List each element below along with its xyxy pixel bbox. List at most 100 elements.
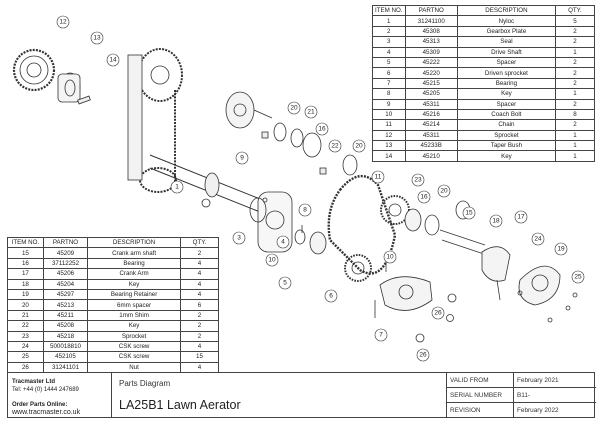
company-cell: Tracmaster Ltd Tel: +44 (0) 1444 247689 … — [8, 373, 112, 417]
table-cell: 8 — [372, 88, 406, 100]
table-cell: Driven sprocket — [456, 67, 556, 79]
table-cell: 2 — [372, 25, 406, 38]
callout-19 — [554, 242, 568, 256]
company-url[interactable]: www.tracmaster.co.uk — [12, 409, 81, 416]
table-cell: 45215 — [404, 77, 458, 90]
table-cell: 18 — [7, 278, 44, 290]
table-cell: Spacer — [456, 56, 556, 69]
callout-25 — [571, 270, 585, 284]
callout-label: 23 — [414, 177, 422, 184]
table-cell: 2 — [554, 98, 596, 110]
header-qty: QTY. — [180, 236, 219, 249]
callout-label: 10 — [268, 257, 276, 264]
table-cell: 1 — [554, 88, 596, 100]
table-cell: 37112252 — [42, 257, 89, 270]
table-cell: 4 — [372, 46, 406, 58]
table-cell: Chain — [456, 119, 556, 131]
callout-label: 8 — [303, 207, 307, 214]
callout-15 — [462, 206, 476, 220]
callout-label: 9 — [240, 155, 244, 162]
table-cell: 13 — [372, 140, 406, 152]
callout-label: 20 — [440, 188, 448, 195]
table-cell: 2 — [554, 77, 596, 90]
company-tel: Tel: +44 (0) 1444 247689 — [12, 386, 79, 393]
table-cell: 12 — [372, 129, 406, 142]
table-cell: CSK screw — [87, 340, 181, 353]
table-cell: 15 — [7, 247, 44, 259]
table-cell: 45208 — [42, 320, 89, 332]
header-item-no: ITEM NO. — [372, 4, 406, 17]
table-cell: 2 — [554, 119, 596, 131]
company-info: Tracmaster Ltd Tel: +44 (0) 1444 247689 … — [12, 379, 80, 418]
table-cell: CSK screw — [87, 351, 181, 363]
sheet-type: Parts Diagram — [119, 379, 171, 388]
table-cell: Key — [456, 150, 556, 162]
table-cell: 2 — [180, 309, 219, 322]
callout-22 — [328, 139, 342, 153]
table-cell: Bearing Retainer — [87, 288, 181, 301]
callout-label: 10 — [386, 254, 394, 261]
table-cell: 45311 — [404, 98, 458, 110]
header-description: DESCRIPTION — [456, 4, 556, 17]
table-cell: 45308 — [404, 25, 458, 38]
table-cell: 45222 — [404, 56, 458, 69]
table-cell: 2 — [554, 36, 596, 48]
table-cell: Crank Arm — [87, 268, 181, 280]
callout-balloons — [56, 15, 585, 362]
table-cell: 45311 — [404, 129, 458, 142]
table-cell: 500018810 — [42, 340, 89, 353]
callout-label: 7 — [379, 332, 383, 339]
callout-20a — [287, 101, 301, 115]
callout-26b — [416, 348, 430, 362]
callout-label: 25 — [574, 274, 582, 281]
table-cell: 15 — [180, 351, 219, 363]
table-cell: 4 — [180, 340, 219, 353]
table-cell: 21 — [7, 309, 44, 322]
table-cell: 24 — [7, 340, 44, 353]
table-cell: Bearing — [87, 257, 181, 270]
callout-label: 18 — [492, 218, 500, 225]
callout-label: 15 — [465, 210, 473, 217]
table-cell: 7 — [372, 77, 406, 90]
callout-label: 22 — [331, 143, 339, 150]
table-cell: Sprocket — [87, 330, 181, 342]
callout-label: 21 — [307, 109, 315, 116]
table-cell: 45214 — [404, 119, 458, 131]
table-cell: 2 — [554, 56, 596, 69]
callout-label: 13 — [93, 35, 101, 42]
header-description: DESCRIPTION — [87, 236, 181, 249]
callout-label: 20 — [290, 105, 298, 112]
table-cell: Seal — [456, 36, 556, 48]
table-cell: 2 — [554, 67, 596, 79]
table-cell: Key — [87, 320, 181, 332]
table-cell: Sprocket — [456, 129, 556, 142]
table-cell: Key — [87, 278, 181, 290]
bearing-retainer-drawing — [518, 265, 561, 306]
table-cell: 452105 — [42, 351, 89, 363]
callout-10a — [265, 253, 279, 267]
callout-20b — [352, 139, 366, 153]
table-cell: 45309 — [404, 46, 458, 58]
table-cell: Taper Bush — [456, 140, 556, 152]
callout-12 — [56, 15, 70, 29]
table-cell: 5 — [554, 15, 596, 27]
crank-arm-drawing — [481, 246, 511, 301]
revision-divider — [513, 373, 514, 417]
revision-label: REVISION — [450, 407, 481, 414]
callout-label: 14 — [109, 57, 117, 64]
callout-label: 26 — [434, 310, 442, 317]
sprocket-12-drawing — [12, 48, 56, 92]
table-cell: 6 — [180, 299, 219, 311]
callout-label: 24 — [534, 236, 542, 243]
table-cell: 11 — [372, 119, 406, 131]
